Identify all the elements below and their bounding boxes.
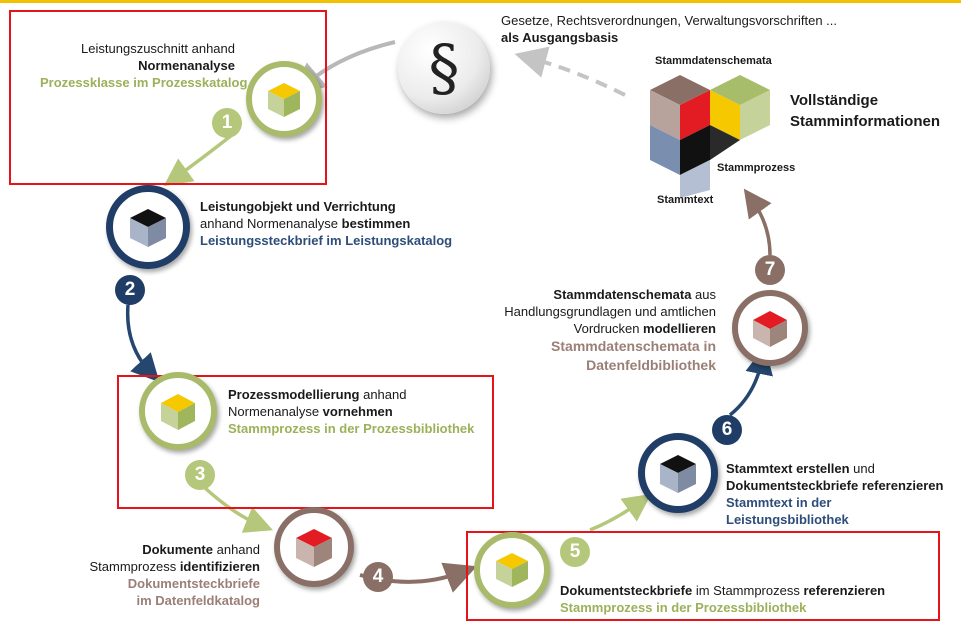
arrow-step3-to-step4 xyxy=(203,486,273,533)
step5-text: Dokumentsteckbriefe im Stammprozess refe… xyxy=(560,583,886,615)
arrow-step5-to-step6 xyxy=(589,493,652,532)
step1-text: Leistungszuschnitt anhand Normenanalyse … xyxy=(40,41,248,90)
step5-badge: 5 xyxy=(560,537,590,567)
step3-node xyxy=(139,372,217,450)
step6-text: Stammtext erstellen und Dokumentsteckbri… xyxy=(726,461,944,527)
step7-text: Stammdatenschemata aus Handlungsgrundlag… xyxy=(504,287,716,373)
step5-node xyxy=(474,532,550,608)
step4-node xyxy=(274,507,354,587)
step3-text: Prozessmodellierung anhand Normenanalyse… xyxy=(228,387,475,436)
arrow-step2-to-step3 xyxy=(125,304,160,383)
law-sources-text: Gesetze, Rechtsverordnungen, Verwaltungs… xyxy=(501,13,838,45)
step2-badge: 2 xyxy=(115,275,145,305)
arrow-step6-to-step7 xyxy=(728,346,773,417)
arrow-overview-to-law xyxy=(514,46,626,97)
blue-cube-icon-2 xyxy=(660,455,696,493)
overview-label-prozess: Stammprozess xyxy=(717,162,796,174)
arrow-step7-to-overview xyxy=(743,188,772,256)
step1-badge: 1 xyxy=(212,108,242,138)
brown-cube-icon-2 xyxy=(753,311,787,347)
full-master-info-cube-icon xyxy=(650,75,770,198)
step2-node xyxy=(106,185,190,269)
law-paragraph-icon: § xyxy=(398,22,490,114)
step6-node xyxy=(638,433,718,513)
step4-badge: 4 xyxy=(363,562,393,592)
step1-node xyxy=(246,61,322,137)
overview-label-schemata: Stammdatenschemata xyxy=(655,55,772,67)
top-accent-line xyxy=(0,0,961,3)
step3-badge: 3 xyxy=(185,460,215,490)
blue-cube-icon xyxy=(130,209,166,247)
step4-text: Dokumente anhand Stammprozess identifizi… xyxy=(89,542,261,608)
step7-node xyxy=(732,290,808,366)
overview-title: Vollständige Stamminformationen xyxy=(790,92,941,130)
green-cube-icon-3 xyxy=(496,553,528,587)
green-cube-icon xyxy=(268,83,300,117)
highlight-frame-step5 xyxy=(466,531,940,621)
overview-label-text: Stammtext xyxy=(657,194,714,206)
green-cube-icon-2 xyxy=(161,394,195,430)
highlight-frame-step1 xyxy=(9,10,327,185)
step6-badge: 6 xyxy=(712,415,742,445)
arrow-step1-to-step2 xyxy=(163,133,234,187)
brown-cube-icon xyxy=(296,529,332,567)
step7-badge: 7 xyxy=(755,255,785,285)
step2-text: Leistungobjekt und Verrichtung anhand No… xyxy=(200,199,453,248)
